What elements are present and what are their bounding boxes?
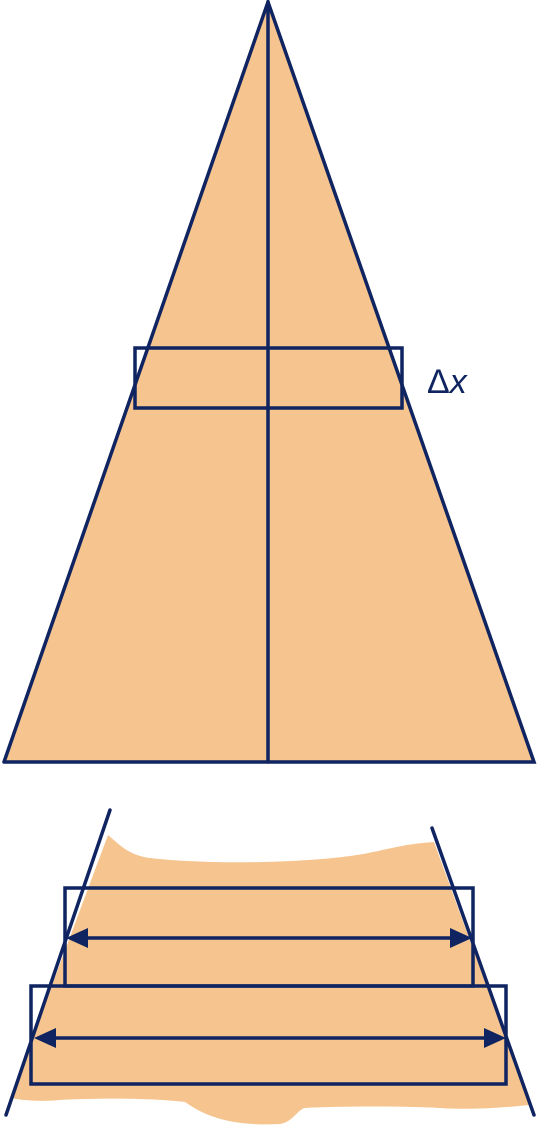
right-edge-line	[430, 826, 536, 1117]
variable-x: x	[448, 363, 468, 401]
upper-arrow-left-head	[66, 928, 88, 948]
lower-width-arrow	[34, 1028, 506, 1048]
lower-arrow-right-head	[484, 1028, 506, 1048]
triangle-figure: Δx	[2, 0, 537, 764]
upper-width-arrow	[66, 928, 472, 948]
upper-arrow-right-head	[450, 928, 472, 948]
zoom-region-fill	[10, 835, 530, 1125]
lower-arrow-left-head	[34, 1028, 56, 1048]
zoom-detail	[4, 808, 536, 1125]
slice-thickness-label: Δx	[427, 363, 468, 401]
slice-rectangle	[133, 346, 404, 410]
left-edge-line	[4, 808, 112, 1117]
delta-symbol: Δ	[427, 363, 450, 401]
